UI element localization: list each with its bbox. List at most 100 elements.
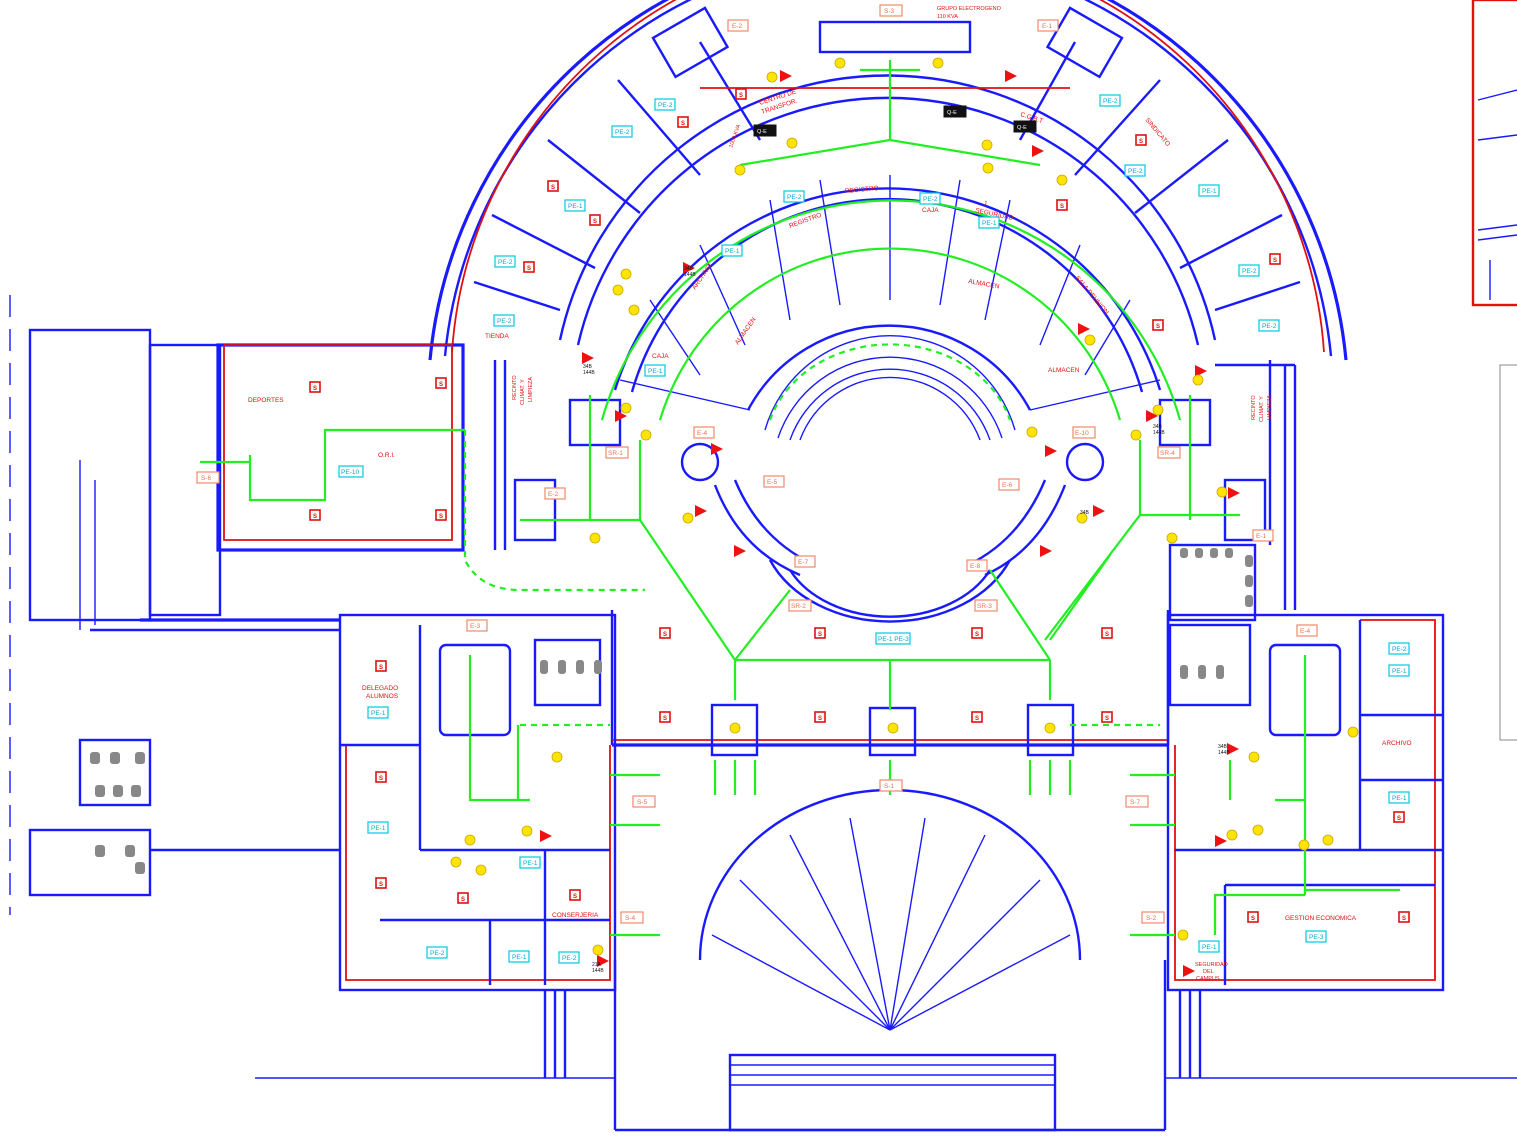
fire-hose-icon <box>766 71 778 83</box>
svg-text:PE-1: PE-1 <box>1392 668 1407 675</box>
extinguisher-icon <box>711 443 723 455</box>
label-sala-reuniones: SALA REUNION <box>1073 275 1109 317</box>
svg-text:S-1: S-1 <box>884 783 895 790</box>
svg-text:PE-2: PE-2 <box>923 196 938 203</box>
pe-tag: PE-2 <box>494 255 516 268</box>
svg-text:S: S <box>461 897 465 903</box>
signal-s: S <box>677 116 689 128</box>
pe-tag: PE-2 <box>1099 94 1121 107</box>
svg-text:S: S <box>379 665 383 671</box>
label-sindicato: SINDICATO <box>1143 117 1171 148</box>
svg-text:PE-2: PE-2 <box>1103 98 1118 105</box>
electrical-panels: Q-E Q-E Q-E <box>753 105 1037 137</box>
extinguisher-icon <box>1032 145 1044 157</box>
svg-text:S: S <box>573 894 577 900</box>
svg-text:S: S <box>527 266 531 272</box>
svg-text:SR-3: SR-3 <box>977 603 992 610</box>
extinguisher-icon <box>582 352 594 364</box>
svg-text:PE-2: PE-2 <box>1262 323 1277 330</box>
fire-hose-icon <box>982 162 994 174</box>
label-gestion-economica: GESTION ECONOMICA <box>1285 915 1357 922</box>
svg-text:PE-1 PE-3: PE-1 PE-3 <box>878 636 909 643</box>
label-recinto-1b: CLIMAT. Y <box>520 379 526 405</box>
svg-text:S-2: S-2 <box>1146 915 1157 922</box>
signal-s: S <box>523 261 535 273</box>
exit-tag-e8: E-8 <box>966 559 988 572</box>
signal-s: S <box>971 627 983 639</box>
label-recinto-2a: RECINTO <box>1251 395 1257 420</box>
fire-hose-icon <box>475 864 487 876</box>
svg-text:S: S <box>379 882 383 888</box>
svg-text:144B: 144B <box>1218 750 1230 756</box>
pe-tag: PE-1 <box>978 216 1000 229</box>
svg-text:E-3: E-3 <box>470 623 481 630</box>
signal-s: S <box>309 381 321 393</box>
svg-text:S-4: S-4 <box>625 915 636 922</box>
svg-text:PE-2: PE-2 <box>498 259 513 266</box>
svg-text:34B: 34B <box>684 266 694 272</box>
pe-tag: PE-2 <box>1388 642 1410 655</box>
exit-tags: S-3 E-2 E-1 S-6 SR-1 SR-4 SR-2 SR-3 E-4 … <box>196 4 1318 924</box>
svg-text:S-5: S-5 <box>637 799 648 806</box>
label-deportes: DEPORTES <box>248 397 284 404</box>
label-delegado-2: ALUMNOS <box>366 693 399 700</box>
signal-s: S <box>1152 319 1164 331</box>
pe-tag: PE-1 <box>508 950 530 963</box>
fire-hose-icon <box>1298 839 1310 851</box>
exit-tag-s4: S-4 <box>620 911 644 924</box>
fire-hose-icon <box>682 512 694 524</box>
exit-tag-s2: S-2 <box>1141 911 1165 924</box>
fire-hose-icon <box>734 164 746 176</box>
fire-hose-icon <box>729 722 741 734</box>
exit-tag-s6: S-6 <box>196 471 220 484</box>
svg-text:S: S <box>1105 716 1109 722</box>
extinguisher-icon <box>1078 323 1090 335</box>
svg-text:PE-2: PE-2 <box>497 318 512 325</box>
svg-text:S: S <box>975 632 979 638</box>
exit-tag-e7: E-7 <box>794 555 816 568</box>
svg-text:PE-2: PE-2 <box>430 950 445 957</box>
signal-s: S <box>659 627 671 639</box>
exit-tag-e4-east: E-4 <box>1296 624 1318 637</box>
fire-hose-icon <box>1076 512 1088 524</box>
label-delegado-1: DELEGADO <box>362 685 398 692</box>
svg-text:S: S <box>1060 204 1064 210</box>
label-trafo-kva: 1000 KVA <box>728 123 742 148</box>
svg-text:S: S <box>313 514 317 520</box>
svg-text:E-1: E-1 <box>1256 533 1267 540</box>
svg-text:PE-1: PE-1 <box>1392 795 1407 802</box>
pe-tag: PE-1 <box>1388 664 1410 677</box>
svg-text:144B: 144B <box>583 370 595 376</box>
svg-text:34B: 34B <box>1218 744 1228 750</box>
fire-hose-icon <box>981 139 993 151</box>
svg-text:E-8: E-8 <box>970 563 981 570</box>
pe-tag: PE-2 <box>558 951 580 964</box>
svg-text:144B: 144B <box>1153 430 1165 436</box>
fire-hose-icon <box>628 304 640 316</box>
exit-tag-sr2: SR-2 <box>788 599 812 612</box>
svg-text:S: S <box>818 632 822 638</box>
signal-s: S <box>1135 134 1147 146</box>
svg-text:S-7: S-7 <box>1130 799 1141 806</box>
west-wing <box>9 295 617 992</box>
pe-tag: PE-1 <box>519 856 541 869</box>
label-conserjeria: CONSERJERIA <box>552 912 599 919</box>
label-seguridad-campus-1: SEGURIDAD <box>1195 962 1228 968</box>
svg-text:Q-E: Q-E <box>1017 125 1027 131</box>
extinguisher-icon <box>780 70 792 82</box>
exit-tag-s7: S-7 <box>1125 795 1149 808</box>
signal-s: S <box>435 377 447 389</box>
svg-text:S: S <box>439 514 443 520</box>
svg-text:S: S <box>313 386 317 392</box>
pe-tag: PE-1 <box>564 199 586 212</box>
fire-equipment <box>450 57 1359 977</box>
svg-text:PE-1: PE-1 <box>371 710 386 717</box>
svg-text:S: S <box>975 716 979 722</box>
label-registro-2: REGISTRO <box>788 212 822 230</box>
label-registro-1: REGISTRO <box>845 185 879 195</box>
small-notations: 34B 144B 34B 144B 34B 144B 34B 34B 144B … <box>583 266 1230 974</box>
signal-s: S <box>814 627 826 639</box>
svg-text:S: S <box>1139 139 1143 145</box>
extinguisher-icon <box>683 262 695 274</box>
pe-tag: PE-10 <box>338 465 364 478</box>
